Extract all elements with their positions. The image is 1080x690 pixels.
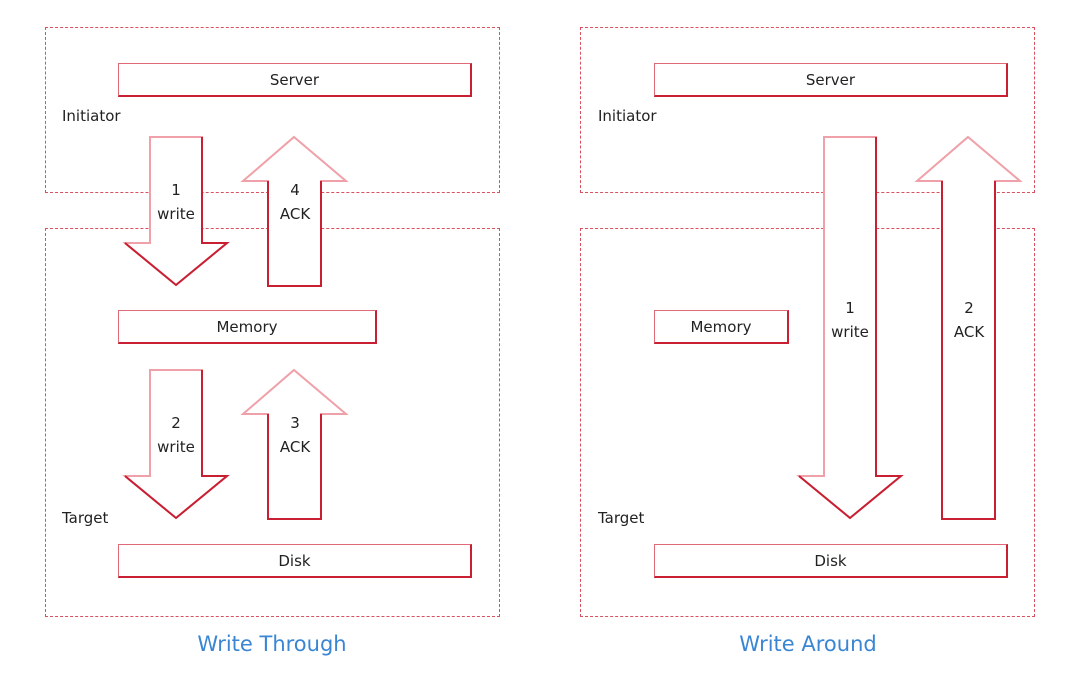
server-box: Server xyxy=(118,63,472,97)
initiator-label: Initiator xyxy=(598,107,657,125)
arrow-3-ack-up xyxy=(240,368,349,520)
arrow-2-text: ACK xyxy=(953,323,985,341)
arrow-4-text: ACK xyxy=(279,205,311,223)
arrow-1-text: write xyxy=(831,323,869,341)
arrow-1-write-down xyxy=(122,136,230,287)
arrow-1-num: 1 xyxy=(845,299,855,317)
memory-box: Memory xyxy=(654,310,789,344)
initiator-region xyxy=(580,27,1035,193)
arrow-4-ack-up xyxy=(240,135,349,287)
arrow-2-label: 2 write xyxy=(141,411,211,459)
arrow-3-num: 3 xyxy=(290,414,300,432)
arrow-2-num: 2 xyxy=(171,414,181,432)
arrow-1-write-down xyxy=(796,136,904,520)
arrow-1-label: 1 write xyxy=(141,178,211,226)
arrow-3-label: 3 ACK xyxy=(260,411,330,459)
arrow-1-num: 1 xyxy=(171,181,181,199)
write-around-caption: Write Around xyxy=(739,632,877,656)
server-box: Server xyxy=(654,63,1008,97)
arrow-2-text: write xyxy=(157,438,195,456)
arrow-3-text: ACK xyxy=(279,438,311,456)
target-label: Target xyxy=(598,509,645,527)
initiator-label: Initiator xyxy=(62,107,121,125)
arrow-2-label: 2 ACK xyxy=(934,296,1004,344)
arrow-1-text: write xyxy=(157,205,195,223)
arrow-4-num: 4 xyxy=(290,181,300,199)
arrow-4-label: 4 ACK xyxy=(260,178,330,226)
arrow-2-num: 2 xyxy=(964,299,974,317)
target-label: Target xyxy=(62,509,109,527)
disk-box: Disk xyxy=(118,544,472,578)
arrow-2-write-down xyxy=(122,369,230,520)
write-through-caption: Write Through xyxy=(197,632,347,656)
arrow-1-label: 1 write xyxy=(815,296,885,344)
arrow-2-ack-up xyxy=(914,135,1023,520)
disk-box: Disk xyxy=(654,544,1008,578)
target-region xyxy=(580,228,1035,617)
memory-box: Memory xyxy=(118,310,377,344)
